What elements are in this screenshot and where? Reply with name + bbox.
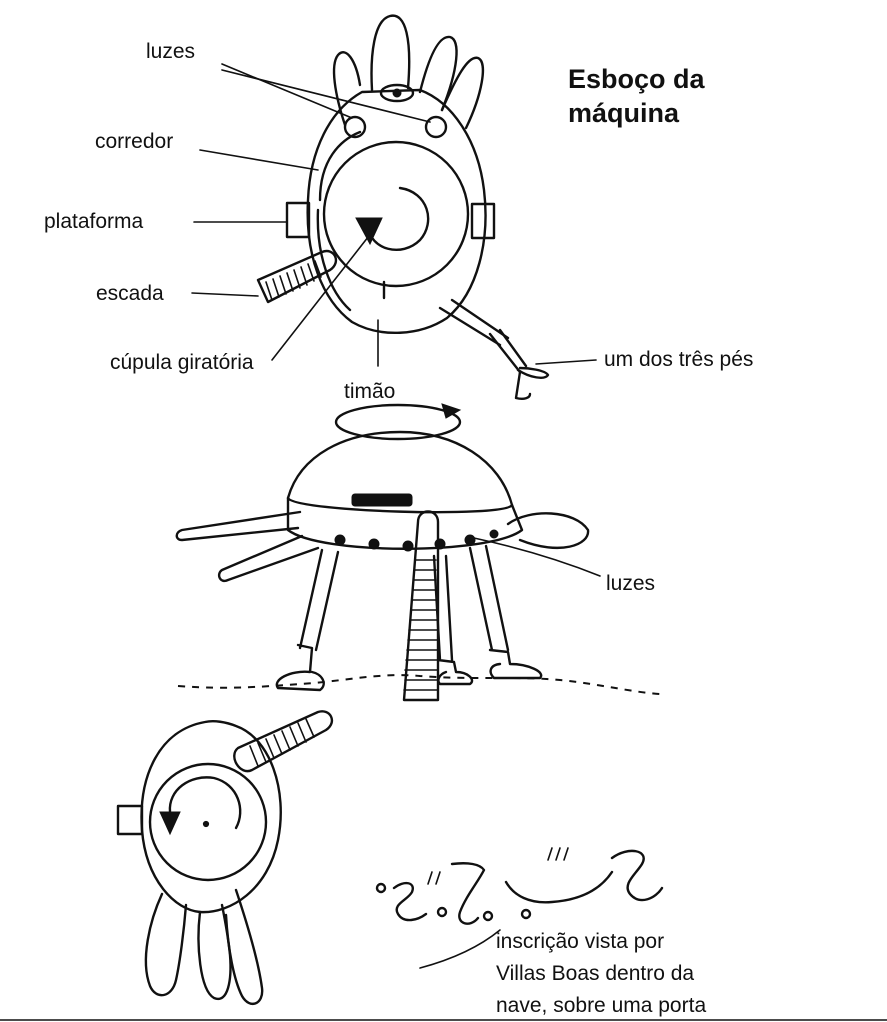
- diagram-title-line1: Esboço da: [568, 64, 706, 94]
- leader-cupula: [271, 231, 373, 361]
- helm-arrow-head: [441, 403, 462, 419]
- label-plataforma: plataforma: [44, 210, 144, 233]
- center-prong: [370, 14, 411, 92]
- side-ladder: [402, 510, 440, 702]
- rim-light-1: [334, 534, 346, 546]
- platform-left: [285, 201, 311, 239]
- dome-rotation-arrow: [366, 186, 430, 251]
- side-prong-lower: [217, 534, 320, 583]
- corridor-line: [316, 130, 362, 312]
- side-view-drawing: [175, 403, 661, 702]
- side-window-slot: [351, 493, 413, 507]
- bottom-rotation-arrow: [168, 776, 242, 830]
- bottom-center-dot: [202, 820, 210, 828]
- rim-light-5: [464, 534, 476, 546]
- right-outer-prong: [440, 56, 485, 130]
- leader-pe: [535, 359, 597, 365]
- light-right: [424, 115, 448, 139]
- caption-line2: Villas Boas dentro da: [496, 962, 694, 985]
- label-corredor: corredor: [95, 130, 173, 153]
- inscription-glyphs: [375, 847, 664, 969]
- side-dome: [286, 430, 514, 507]
- caption-line1: inscrição vista por: [496, 930, 664, 953]
- helm-rotation-ring: [334, 403, 462, 441]
- light-left: [343, 115, 367, 139]
- leader-luzes-side: [473, 537, 601, 577]
- bottom-platform: [116, 804, 144, 836]
- label-timao: timão: [344, 380, 395, 403]
- side-leg-right-front: [468, 544, 543, 680]
- side-leg-back: [432, 554, 474, 686]
- top-foot-leg: [438, 298, 550, 400]
- eye-window: [379, 83, 415, 103]
- rotating-dome: [322, 140, 470, 288]
- right-inner-prong: [418, 35, 458, 112]
- label-luzes-top: luzes: [146, 40, 195, 63]
- platform-right: [470, 202, 496, 240]
- rim-light-4: [434, 538, 446, 550]
- dome-arrow-head: [355, 217, 383, 246]
- side-prong-upper: [175, 510, 302, 542]
- bottom-view-drawing: [116, 710, 334, 1006]
- label-escada: escada: [96, 282, 164, 305]
- label-um-dos-tres-pes: um dos três pés: [604, 348, 753, 371]
- rim-light-6: [489, 529, 499, 539]
- leader-corredor: [199, 149, 319, 171]
- side-prong-right: [506, 512, 590, 549]
- side-leg-left: [275, 548, 340, 692]
- top-ladder: [256, 249, 338, 304]
- leader-luzes-top-2: [221, 69, 431, 123]
- top-view-body-outline: [306, 88, 487, 335]
- bottom-arrow-head: [159, 811, 181, 836]
- bottom-rotating-dome: [148, 762, 268, 882]
- rim-light-3: [402, 540, 414, 552]
- ground-line: [177, 674, 661, 695]
- left-outer-prong: [332, 51, 362, 127]
- bottom-body-outline: [140, 720, 282, 914]
- label-cupula-giratoria: cúpula giratória: [110, 351, 254, 374]
- caption-line3: nave, sobre uma porta: [496, 994, 706, 1017]
- bottom-prong-left: [144, 892, 188, 997]
- bottom-prong-right: [224, 888, 264, 1006]
- top-view-drawing: [191, 14, 597, 400]
- leader-luzes-top-1: [221, 63, 353, 119]
- diagram-title-line2: máquina: [568, 98, 680, 128]
- label-luzes-side: luzes: [606, 572, 655, 595]
- bottom-ladder: [233, 710, 334, 773]
- leader-escada: [191, 292, 259, 297]
- rim-light-2: [368, 538, 380, 550]
- eye-pupil: [392, 88, 402, 98]
